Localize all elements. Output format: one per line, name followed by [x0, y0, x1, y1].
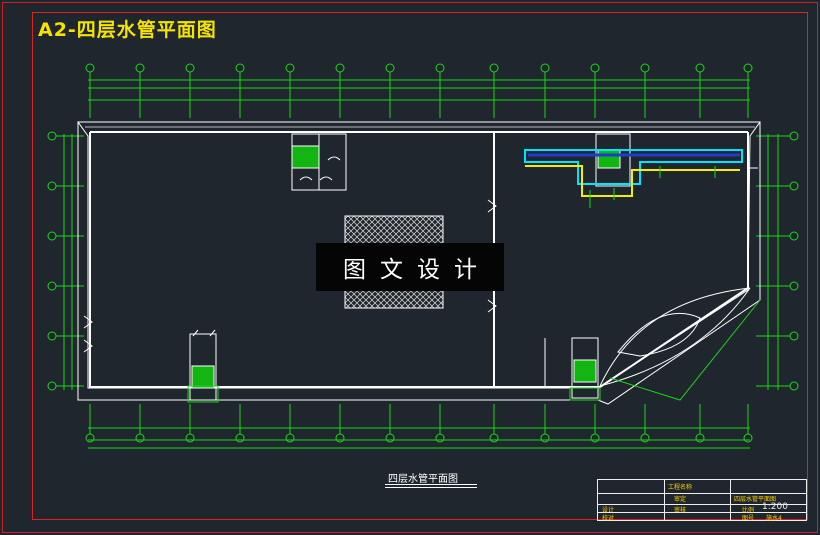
sheet-title: A2-四层水管平面图	[38, 19, 217, 41]
axis-bubble	[743, 63, 753, 73]
project-name-label: 工程名称	[668, 484, 693, 491]
axis-bubble	[135, 433, 145, 443]
right-dimension-lines	[756, 134, 790, 390]
axis-bubble	[85, 63, 95, 73]
axis-bubble	[789, 281, 799, 291]
stair-core-bottom-left	[187, 329, 219, 403]
axis-bubble	[640, 433, 650, 443]
axis-bubble	[743, 433, 753, 443]
axis-bubbles	[47, 63, 799, 443]
axis-bubble	[695, 63, 705, 73]
axis-bubble	[47, 331, 57, 341]
axis-bubble	[789, 331, 799, 341]
drawing-no-label: 图号	[742, 515, 755, 522]
axis-bubble	[489, 63, 499, 73]
axis-bubble	[47, 381, 57, 391]
drawing-name: 四层水管平面图	[734, 496, 777, 503]
axis-bubble	[385, 63, 395, 73]
stair-core-right	[569, 337, 601, 401]
axis-bubble	[185, 63, 195, 73]
axis-bubble	[435, 63, 445, 73]
axis-bubble	[47, 181, 57, 191]
axis-bubble	[540, 433, 550, 443]
axis-bubble	[540, 63, 550, 73]
title-block: 工程名称 四层水管平面图 比例 1:200 审定 审核 设计 校对 图号 施水4	[597, 479, 807, 522]
axis-bubble	[489, 433, 499, 443]
axis-bubble	[789, 181, 799, 191]
axis-bubble	[789, 131, 799, 141]
pipe-room	[524, 133, 743, 208]
axis-bubble	[47, 231, 57, 241]
bottom-dimension-lines	[88, 404, 750, 449]
axis-bubble	[789, 231, 799, 241]
axis-bubble	[235, 63, 245, 73]
row-label-3: 设计	[602, 507, 615, 514]
watermark: 图文设计	[316, 243, 504, 291]
inner-border	[32, 12, 808, 520]
axis-bubble	[285, 63, 295, 73]
axis-bubble	[385, 433, 395, 443]
curved-atrium	[599, 287, 761, 401]
plan-caption: 四层水管平面图	[388, 474, 458, 485]
scale-label: 比例	[742, 507, 755, 514]
row-label-1: 审定	[674, 496, 687, 503]
row-label-4: 校对	[602, 515, 615, 522]
axis-bubble	[695, 433, 705, 443]
drawing-no: 施水4	[766, 515, 782, 522]
axis-bubble	[640, 63, 650, 73]
axis-bubble	[590, 433, 600, 443]
axis-bubble	[85, 433, 95, 443]
axis-bubble	[435, 433, 445, 443]
axis-bubble	[47, 281, 57, 291]
left-dimension-lines	[56, 134, 84, 390]
axis-bubble	[590, 63, 600, 73]
axis-bubble	[47, 131, 57, 141]
stair-core-top	[291, 133, 347, 191]
axis-bubble	[185, 433, 195, 443]
axis-bubble	[135, 63, 145, 73]
row-label-2: 审核	[674, 507, 687, 514]
door-marks	[83, 167, 758, 388]
axis-bubble	[789, 381, 799, 391]
axis-bubble	[285, 433, 295, 443]
axis-bubble	[235, 433, 245, 443]
axis-bubble	[335, 63, 345, 73]
caption-underline	[385, 484, 477, 488]
scale-value: 1:200	[762, 502, 788, 512]
top-dimension-lines	[88, 72, 750, 118]
axis-bubble	[335, 433, 345, 443]
